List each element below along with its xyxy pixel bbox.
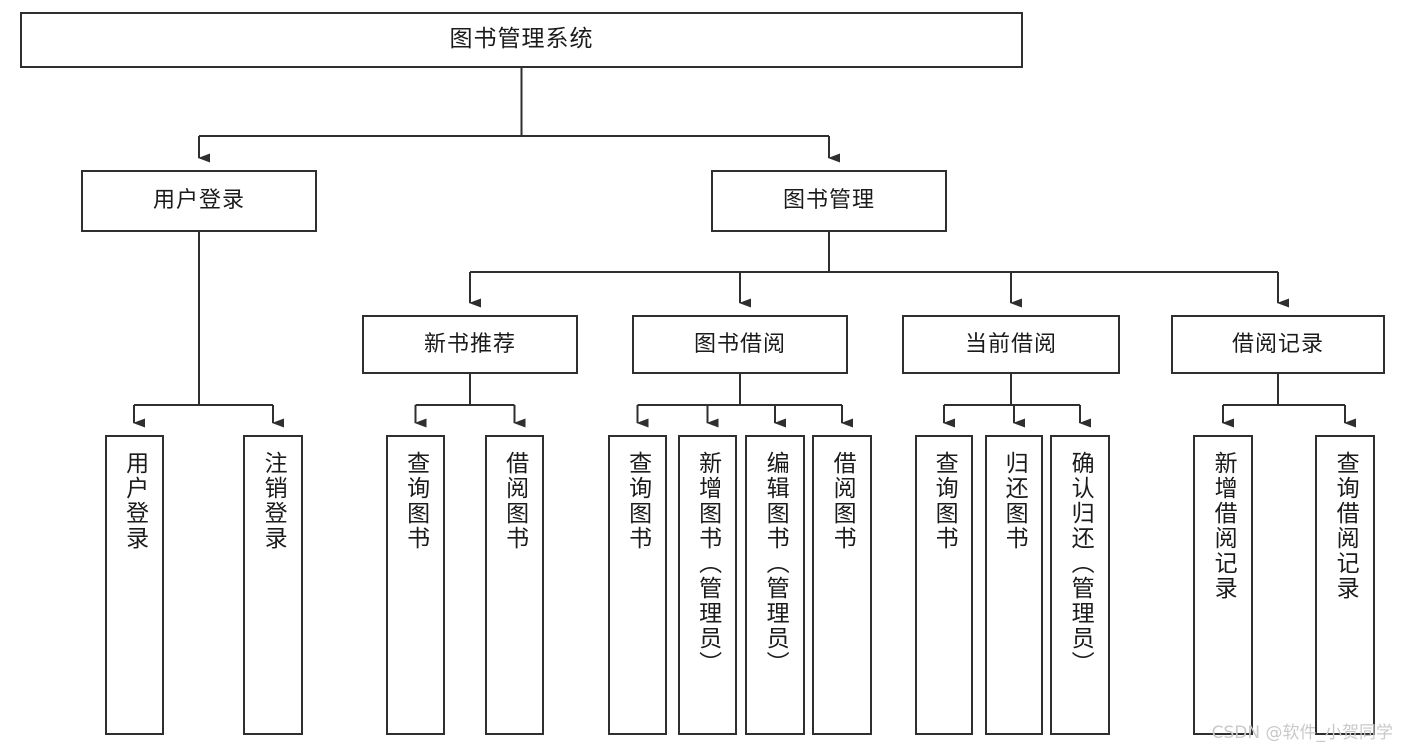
node-leaf-current-query-book[interactable]: 查询图书: [915, 435, 973, 735]
node-leaf-rec-query-book[interactable]: 查询图书: [386, 435, 445, 735]
node-borrow-record-label: 借阅记录: [1231, 331, 1324, 357]
node-leaf-record-query[interactable]: 查询借阅记录: [1315, 435, 1375, 735]
node-leaf-user-logout[interactable]: 注销登录: [243, 435, 303, 735]
node-book-manage-label: 图书管理: [782, 188, 875, 214]
node-root[interactable]: 图书管理系统: [20, 12, 1023, 68]
node-user-login[interactable]: 用户登录: [81, 170, 317, 232]
node-leaf-borrow-add-book[interactable]: 新增图书（管理员）: [678, 435, 737, 735]
node-current-borrow-label: 当前借阅: [964, 331, 1057, 357]
node-borrow-record[interactable]: 借阅记录: [1171, 315, 1385, 374]
node-leaf-user-login[interactable]: 用户登录: [105, 435, 164, 735]
node-leaf-user-logout-label: 注销登录: [260, 451, 287, 551]
node-book-borrow[interactable]: 图书借阅: [632, 315, 848, 374]
node-leaf-user-login-label: 用户登录: [121, 451, 148, 551]
node-new-book-rec[interactable]: 新书推荐: [362, 315, 578, 374]
node-book-manage[interactable]: 图书管理: [711, 170, 947, 232]
node-leaf-record-query-label: 查询借阅记录: [1332, 451, 1359, 601]
node-leaf-borrow-edit-book-label: 编辑图书（管理员）: [762, 451, 789, 676]
node-leaf-record-add-label: 新增借阅记录: [1210, 451, 1237, 601]
node-leaf-record-add[interactable]: 新增借阅记录: [1193, 435, 1253, 735]
node-new-book-rec-label: 新书推荐: [423, 331, 516, 357]
node-leaf-rec-query-book-label: 查询图书: [402, 451, 429, 551]
node-leaf-current-confirm-return[interactable]: 确认归还（管理员）: [1050, 435, 1110, 735]
node-current-borrow[interactable]: 当前借阅: [902, 315, 1120, 374]
node-leaf-current-confirm-return-label: 确认归还（管理员）: [1067, 451, 1094, 676]
node-root-label: 图书管理系统: [449, 26, 594, 53]
node-leaf-rec-borrow-book-label: 借阅图书: [501, 451, 528, 551]
csdn-watermark: CSDN @软件_小贺同学: [1211, 723, 1393, 743]
node-leaf-borrow-add-book-label: 新增图书（管理员）: [694, 451, 721, 676]
node-book-borrow-label: 图书借阅: [693, 331, 786, 357]
node-leaf-borrow-edit-book[interactable]: 编辑图书（管理员）: [745, 435, 805, 735]
node-leaf-borrow-query-book-label: 查询图书: [624, 451, 651, 551]
node-leaf-current-query-book-label: 查询图书: [931, 451, 958, 551]
node-leaf-current-return-book[interactable]: 归还图书: [985, 435, 1043, 735]
node-leaf-current-return-book-label: 归还图书: [1001, 451, 1028, 551]
node-leaf-borrow-query-book[interactable]: 查询图书: [608, 435, 667, 735]
node-user-login-label: 用户登录: [152, 188, 245, 214]
node-leaf-borrow-borrow-book-label: 借阅图书: [829, 451, 856, 551]
node-leaf-borrow-borrow-book[interactable]: 借阅图书: [812, 435, 872, 735]
node-leaf-rec-borrow-book[interactable]: 借阅图书: [485, 435, 544, 735]
